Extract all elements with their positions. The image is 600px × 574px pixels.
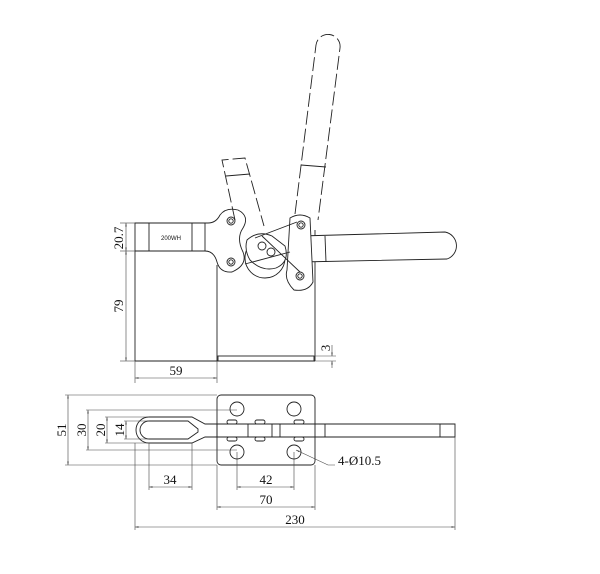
dim-20: 20 [93, 424, 108, 437]
dim-30: 30 [74, 424, 89, 437]
dim-79: 79 [111, 300, 126, 313]
linkage [226, 214, 314, 291]
part-label: 200WH [161, 236, 181, 242]
horizontal-handle [299, 231, 457, 263]
dim-20-7: 20.7 [111, 226, 126, 249]
dim-51: 51 [54, 424, 69, 437]
top-dimensions: 51 30 20 14 34 42 70 [54, 394, 456, 530]
dim-42: 42 [260, 472, 273, 487]
dim-3: 3 [318, 345, 333, 352]
clamp-arm-u [135, 416, 456, 444]
side-dimensions: 20.7 79 59 3 [111, 222, 336, 383]
dim-59: 59 [170, 363, 183, 378]
dim-70: 70 [260, 492, 273, 507]
clamp-body: 200WH [134, 208, 316, 362]
holes-callout: 4-Ø10.5 [338, 453, 381, 468]
dim-14: 14 [112, 423, 127, 437]
top-view: 51 30 20 14 34 42 70 [54, 394, 456, 530]
dim-34: 34 [164, 472, 178, 487]
dim-230: 230 [285, 512, 305, 527]
dashed-clamp-arm [221, 157, 265, 227]
side-view: 200WH [111, 34, 457, 383]
dashed-vertical-handle [294, 34, 341, 221]
